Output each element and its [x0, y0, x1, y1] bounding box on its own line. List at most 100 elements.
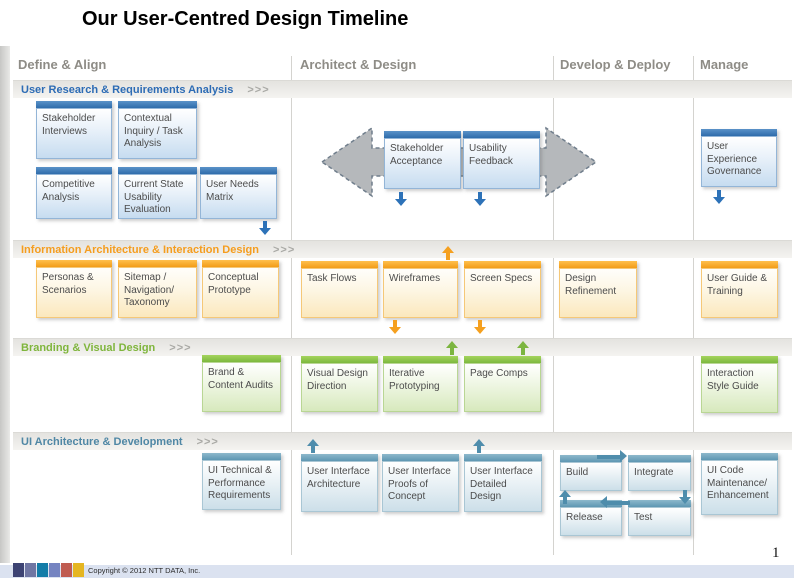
- box-release: Release: [560, 500, 622, 536]
- box-label: User Needs Matrix: [200, 174, 277, 219]
- lane-header-research: User Research & Requirements Analysis >>…: [13, 80, 792, 98]
- down-arrow-icon: [388, 320, 401, 334]
- box-label: Design Refinement: [559, 268, 637, 318]
- box-top-bar: [463, 131, 540, 138]
- lane-header-ui: UI Architecture & Development >>>: [13, 432, 792, 450]
- left-margin-strip: [0, 46, 10, 563]
- lane-header-ia: Information Architecture & Interaction D…: [13, 240, 792, 258]
- box-top-bar: [301, 454, 378, 461]
- box-personas-scenarios: Personas & Scenarios: [36, 260, 112, 318]
- box-label: Brand & Content Audits: [202, 362, 281, 412]
- box-label: Build: [560, 462, 622, 491]
- brand-square: [61, 563, 72, 577]
- lane-label: UI Architecture & Development: [21, 435, 183, 448]
- box-label: User Guide & Training: [701, 268, 778, 318]
- box-top-bar: [559, 261, 637, 268]
- box-ui-architecture: User Interface Architecture: [301, 454, 378, 512]
- box-label: Screen Specs: [464, 268, 541, 318]
- up-arrow-icon: [445, 341, 458, 355]
- box-label: Page Comps: [464, 363, 541, 412]
- box-top-bar: [383, 356, 458, 363]
- page-number: 1: [772, 545, 780, 561]
- box-label: User Experience Governance: [701, 136, 777, 187]
- column-divider: [291, 56, 292, 555]
- box-interaction-style-guide: Interaction Style Guide: [701, 356, 778, 413]
- box-ui-detailed-design: User Interface Detailed Design: [464, 454, 542, 512]
- box-label: Personas & Scenarios: [36, 267, 112, 318]
- box-top-bar: [118, 167, 197, 174]
- down-arrow-icon: [473, 192, 486, 206]
- chevrons-icon: >>>: [196, 435, 219, 448]
- box-top-bar: [383, 261, 458, 268]
- box-brand-content-audits: Brand & Content Audits: [202, 355, 281, 412]
- box-top-bar: [701, 129, 777, 136]
- footer-bar: [0, 565, 794, 578]
- box-top-bar: [701, 356, 778, 363]
- box-label: Contextual Inquiry / Task Analysis: [118, 108, 197, 159]
- column-header-architect: Architect & Design: [300, 57, 417, 72]
- brand-square: [25, 563, 36, 577]
- box-label: UI Technical & Performance Requirements: [202, 460, 281, 510]
- up-arrow-icon: [472, 439, 485, 453]
- box-integrate: Integrate: [628, 455, 691, 491]
- box-label: Sitemap / Navigation/ Taxonomy: [118, 267, 197, 318]
- box-stakeholder-acceptance: Stakeholder Acceptance: [384, 131, 461, 189]
- box-label: UI Code Maintenance/ Enhancement: [701, 460, 778, 515]
- box-label: Iterative Prototyping: [383, 363, 458, 412]
- box-label: Test: [628, 507, 691, 536]
- box-ui-proofs-of-concept: User Interface Proofs of Concept: [382, 454, 459, 512]
- up-arrow-icon: [441, 246, 454, 260]
- box-ui-code-maintenance: UI Code Maintenance/ Enhancement: [701, 453, 778, 515]
- box-top-bar: [701, 453, 778, 460]
- brand-square: [49, 563, 60, 577]
- release-to-build-arrow-icon: [558, 490, 571, 504]
- box-conceptual-prototype: Conceptual Prototype: [202, 260, 279, 318]
- box-top-bar: [628, 455, 691, 462]
- box-test: Test: [628, 500, 691, 536]
- brand-square: [13, 563, 24, 577]
- box-top-bar: [202, 260, 279, 267]
- lane-label: User Research & Requirements Analysis: [21, 83, 234, 96]
- box-top-bar: [560, 500, 622, 507]
- box-top-bar: [202, 355, 281, 362]
- box-label: User Interface Proofs of Concept: [382, 461, 459, 512]
- box-label: Usability Feedback: [463, 138, 540, 189]
- box-top-bar: [464, 454, 542, 461]
- box-label: Release: [560, 507, 622, 536]
- box-sitemap-navigation: Sitemap / Navigation/ Taxonomy: [118, 260, 197, 318]
- box-label: Task Flows: [301, 268, 378, 318]
- chevrons-icon: >>>: [169, 341, 192, 354]
- down-arrow-icon: [473, 320, 486, 334]
- lane-label: Branding & Visual Design: [21, 341, 156, 354]
- up-arrow-icon: [306, 439, 319, 453]
- brand-square: [37, 563, 48, 577]
- box-label: Competitive Analysis: [36, 174, 112, 219]
- box-label: Stakeholder Acceptance: [384, 138, 461, 189]
- box-ui-technical-requirements: UI Technical & Performance Requirements: [202, 453, 281, 510]
- down-arrow-icon: [712, 190, 725, 204]
- box-label: Wireframes: [383, 268, 458, 318]
- integrate-to-test-arrow-icon: [678, 490, 691, 504]
- box-top-bar: [382, 454, 459, 461]
- column-header-develop: Develop & Deploy: [560, 57, 671, 72]
- box-top-bar: [36, 167, 112, 174]
- box-top-bar: [301, 261, 378, 268]
- column-header-define: Define & Align: [18, 57, 107, 72]
- box-stakeholder-interviews: Stakeholder Interviews: [36, 101, 112, 159]
- box-competitive-analysis: Competitive Analysis: [36, 167, 112, 219]
- chevrons-icon: >>>: [247, 83, 270, 96]
- copyright-text: Copyright © 2012 NTT DATA, Inc.: [88, 566, 201, 575]
- box-label: User Interface Architecture: [301, 461, 378, 512]
- up-arrow-icon: [516, 341, 529, 355]
- box-ux-governance: User Experience Governance: [701, 129, 777, 187]
- box-top-bar: [701, 261, 778, 268]
- lane-header-branding: Branding & Visual Design >>>: [13, 338, 792, 356]
- column-header-manage: Manage: [700, 57, 749, 72]
- box-current-state-usability: Current State Usability Evaluation: [118, 167, 197, 219]
- box-wireframes: Wireframes: [383, 261, 458, 318]
- box-visual-design-direction: Visual Design Direction: [301, 356, 378, 412]
- box-top-bar: [36, 260, 112, 267]
- page-title: Our User-Centred Design Timeline: [82, 8, 409, 30]
- box-top-bar: [301, 356, 378, 363]
